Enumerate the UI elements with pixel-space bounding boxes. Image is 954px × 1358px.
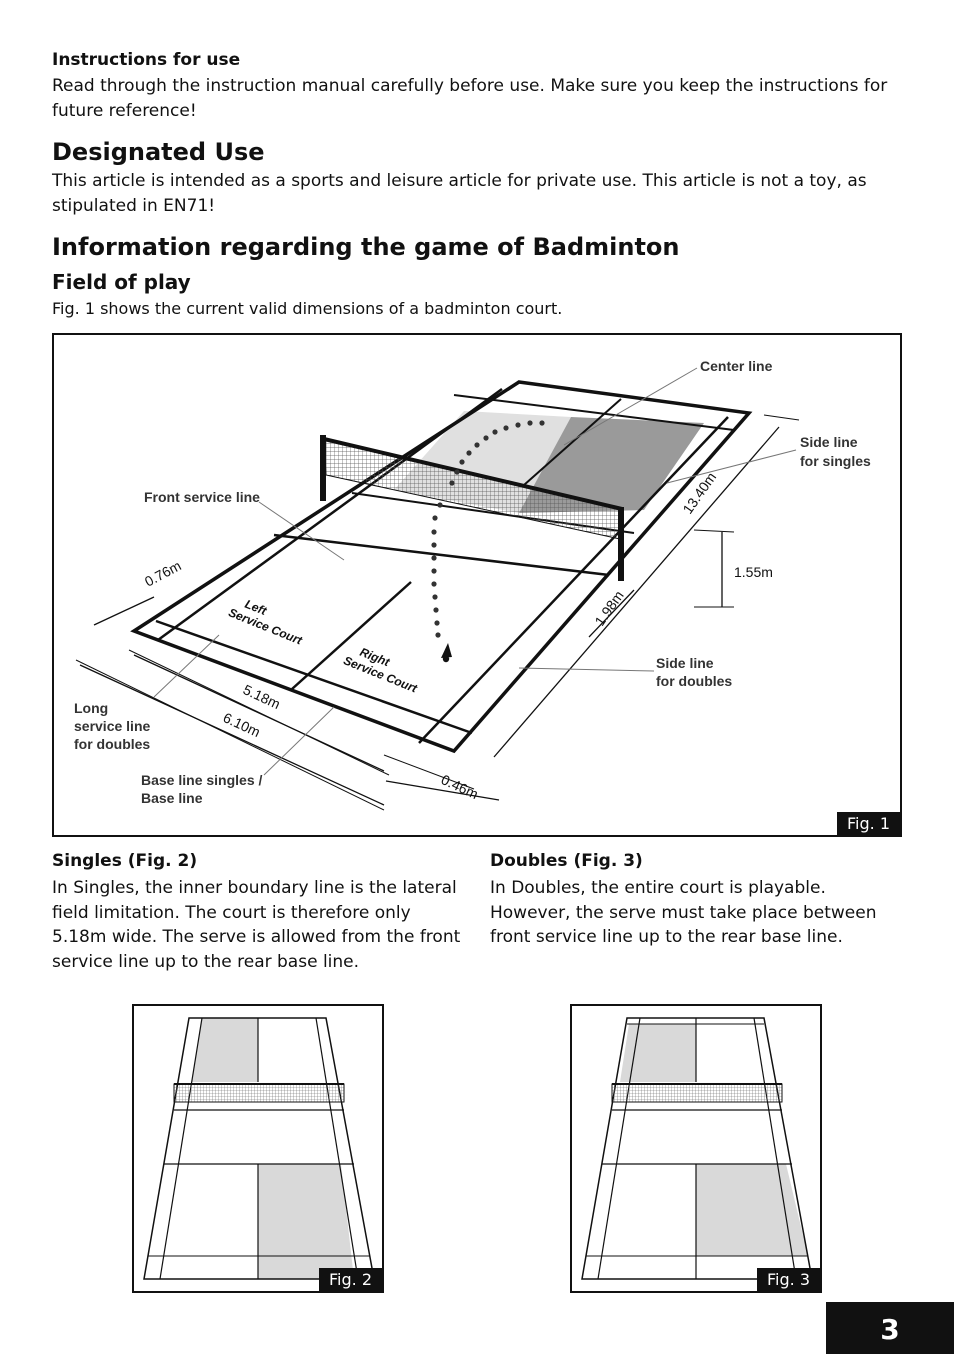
designated-use-text: This article is intended as a sports and…: [52, 171, 867, 216]
doubles-heading: Doubles (Fig. 3): [490, 851, 643, 871]
singles-heading: Singles (Fig. 2): [52, 851, 198, 871]
label-side-line-doubles-2: for doubles: [656, 673, 732, 689]
fig-3-tag: Fig. 3: [757, 1268, 820, 1291]
designated-use-heading: Designated Use: [52, 138, 265, 166]
field-of-play-text: Fig. 1 shows the current valid dimension…: [52, 299, 563, 318]
label-long-service-line-3: for doubles: [74, 736, 150, 752]
figure-1-court-diagram: Center line Side line for singles Front …: [52, 333, 902, 837]
dim-1-98m: 1.98m: [591, 588, 626, 629]
dim-13-40m: 13.40m: [679, 469, 719, 516]
dim-6-10m: 6.10m: [221, 709, 263, 740]
doubles-court-drawing: [581, 1017, 813, 1280]
label-base-line-2: Base line: [141, 790, 203, 806]
label-side-line-singles-2: for singles: [800, 453, 871, 469]
badminton-heading: Information regarding the game of Badmin…: [52, 233, 680, 261]
instructions-text: Read through the instruction manual care…: [52, 76, 888, 121]
label-front-service-line: Front service line: [144, 489, 260, 505]
label-side-line-doubles: Side line: [656, 655, 714, 671]
doubles-text: In Doubles, the entire court is playable…: [490, 878, 877, 947]
fig-2-tag: Fig. 2: [319, 1268, 382, 1291]
page-number: 3: [826, 1302, 954, 1354]
instructions-heading: Instructions for use: [52, 50, 241, 70]
label-long-service-line-2: service line: [74, 718, 150, 734]
dim-0-76m: 0.76m: [142, 557, 184, 589]
field-of-play-heading: Field of play: [52, 270, 191, 294]
court-perspective-drawing: Center line Side line for singles Front …: [74, 358, 871, 811]
fig-1-tag: Fig. 1: [837, 812, 900, 835]
dim-1-55m: 1.55m: [734, 564, 773, 580]
label-center-line: Center line: [700, 358, 773, 374]
figure-2-singles-court: Fig. 2: [132, 1004, 384, 1293]
label-long-service-line: Long: [74, 700, 108, 716]
singles-text: In Singles, the inner boundary line is t…: [52, 878, 461, 972]
dim-0-46m: 0.46m: [439, 771, 481, 802]
singles-court-drawing: [143, 1017, 375, 1280]
label-side-line-singles: Side line: [800, 434, 858, 450]
label-base-line: Base line singles /: [141, 772, 262, 788]
figure-3-doubles-court: Fig. 3: [570, 1004, 822, 1293]
